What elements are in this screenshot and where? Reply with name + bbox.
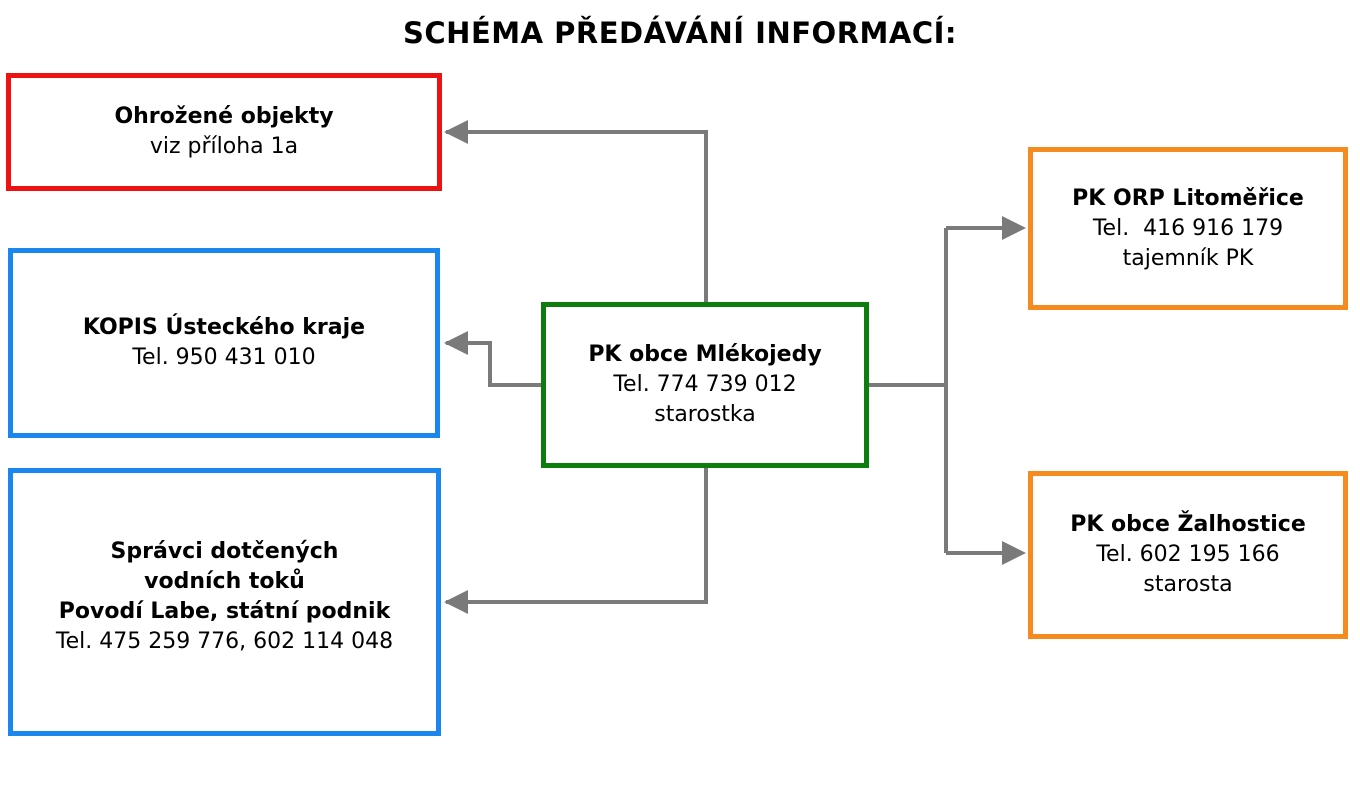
center-box-mlekojedy: PK obce Mlékojedy Tel. 774 739 012 staro… bbox=[541, 302, 869, 468]
threatened-note: viz příloha 1a bbox=[149, 134, 299, 159]
center-role: starostka bbox=[654, 402, 756, 427]
arrowhead-zalhostice bbox=[1002, 541, 1026, 565]
rivers-phone: Tel. 475 259 776, 602 114 048 bbox=[55, 629, 394, 654]
diagram-title: SCHÉMA PŘEDÁVÁNÍ INFORMACÍ: bbox=[403, 16, 957, 50]
orp-litomerice-box: PK ORP Litoměřice Tel. 416 916 179 tajem… bbox=[1028, 147, 1348, 310]
orp-role: tajemník PK bbox=[1122, 245, 1254, 271]
arrowhead-threatened bbox=[444, 120, 468, 144]
zalhostice-role: starosta bbox=[1143, 572, 1233, 597]
threatened-heading: Ohrožené objekty bbox=[114, 104, 334, 129]
arrowhead-rivers bbox=[444, 590, 468, 614]
rivers-heading-1: Správci dotčených bbox=[110, 539, 339, 564]
orp-phone: Tel. 416 916 179 bbox=[1092, 215, 1284, 241]
arrow-to-threatened bbox=[446, 130, 708, 302]
center-phone: Tel. 774 739 012 bbox=[613, 372, 797, 397]
zalhostice-box: PK obce Žalhostice Tel. 602 195 166 star… bbox=[1028, 471, 1348, 639]
zalhostice-heading: PK obce Žalhostice bbox=[1070, 512, 1306, 537]
arrow-to-rivers bbox=[446, 468, 708, 604]
river-managers-box: Správci dotčených vodních toků Povodí La… bbox=[8, 468, 441, 736]
kopis-box: KOPIS Ústeckého kraje Tel. 950 431 010 bbox=[8, 248, 440, 438]
kopis-phone: Tel. 950 431 010 bbox=[132, 345, 316, 370]
orp-heading: PK ORP Litoměřice bbox=[1072, 185, 1304, 211]
rivers-heading-3: Povodí Labe, státní podnik bbox=[58, 599, 391, 624]
threatened-objects-box: Ohrožené objekty viz příloha 1a bbox=[6, 73, 442, 191]
zalhostice-phone: Tel. 602 195 166 bbox=[1096, 542, 1280, 567]
kopis-heading: KOPIS Ústeckého kraje bbox=[82, 315, 366, 340]
arrowhead-kopis bbox=[444, 331, 468, 355]
center-heading: PK obce Mlékojedy bbox=[588, 342, 822, 367]
rivers-heading-2: vodních toků bbox=[144, 569, 305, 594]
arrowhead-orp bbox=[1002, 216, 1026, 240]
